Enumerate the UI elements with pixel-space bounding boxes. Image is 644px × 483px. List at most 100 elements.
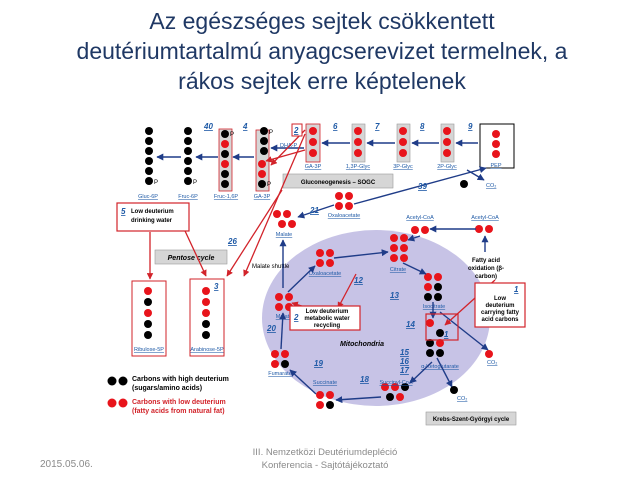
svg-text:Acetyl-CoA: Acetyl-CoA bbox=[406, 215, 434, 221]
molecule-acetylcoa-inner: Acetyl-CoA bbox=[406, 215, 434, 234]
footer-caption: III. Nemzetközi Deutériumdepléció Konfer… bbox=[230, 446, 420, 472]
molecule-ribulose5p: Ribulose-5P bbox=[134, 287, 164, 353]
title-line-1: Az egészséges sejtek csökkentett bbox=[149, 8, 495, 34]
molecule-succinate: Succinate bbox=[313, 380, 337, 409]
pentose-banner bbox=[154, 249, 228, 265]
title-line-2: deutériumtartalmú anyagcserevizet termel… bbox=[76, 38, 568, 64]
svg-text:Low: Low bbox=[494, 296, 506, 302]
pentose-label: Pentose cycle bbox=[168, 255, 215, 262]
svg-text:Carbons with low deuterium: Carbons with low deuterium bbox=[132, 399, 226, 406]
step-39: 39 bbox=[418, 182, 427, 191]
step-16: 16 bbox=[400, 357, 409, 366]
step-8: 8 bbox=[420, 122, 425, 131]
co2-akg-dot bbox=[450, 386, 458, 394]
svg-text:1: 1 bbox=[444, 330, 449, 339]
svg-text:carbon): carbon) bbox=[475, 274, 497, 280]
svg-text:Isocitrate: Isocitrate bbox=[423, 304, 445, 310]
svg-text:3P-Glyc: 3P-Glyc bbox=[393, 164, 413, 170]
svg-text:carrying fatty: carrying fatty bbox=[481, 310, 520, 316]
svg-text:oxidation (β-: oxidation (β- bbox=[468, 266, 504, 272]
step-4: 4 bbox=[242, 122, 248, 131]
pentose-box-left bbox=[131, 280, 167, 357]
svg-text:PEP: PEP bbox=[490, 163, 501, 169]
svg-text:Low deuterium: Low deuterium bbox=[131, 209, 174, 215]
co2-pep-dot bbox=[460, 180, 468, 188]
mitochondria-label: Mitochondria bbox=[340, 341, 384, 348]
svg-text:Gluc-6P: Gluc-6P bbox=[138, 194, 158, 200]
molecule-isocitrate: Isocitrate bbox=[423, 273, 445, 310]
footer-caption-line-1: III. Nemzetközi Deutériumdepléció bbox=[252, 447, 398, 458]
footer-date: 2015.05.06. bbox=[40, 459, 93, 470]
svg-text:P: P bbox=[193, 180, 197, 186]
svg-text:2: 2 bbox=[293, 313, 299, 322]
svg-text:P: P bbox=[154, 180, 158, 186]
svg-text:Malate: Malate bbox=[276, 232, 293, 238]
svg-text:Fruc-1,6P: Fruc-1,6P bbox=[214, 194, 238, 200]
callout-metabolic-water: 2 Low deuterium metabolic water recyclin… bbox=[289, 305, 361, 331]
slide-title: Az egészséges sejtek csökkentett deutéri… bbox=[0, 6, 644, 96]
callout-gap-box: 2 bbox=[291, 123, 303, 137]
molecule-alpha-ketoglutarate: α-Ketoglutarate bbox=[421, 319, 459, 370]
svg-text:Citrate: Citrate bbox=[390, 267, 406, 273]
molecule-3pglyc: 3P-Glyc bbox=[393, 127, 413, 170]
step-9: 9 bbox=[468, 122, 473, 131]
gluconeogenesis-label: Gluconeogenesis – SOGC bbox=[301, 180, 376, 186]
callout-isocitrate-box: 1 bbox=[425, 313, 459, 341]
svg-text:recycling: recycling bbox=[314, 323, 341, 329]
molecule-fruc16p: P Fruc-1,6P bbox=[214, 130, 238, 200]
pathway-arrows bbox=[156, 139, 489, 404]
co2-pep: CO₂ bbox=[486, 183, 496, 189]
svg-text:Fatty acid: Fatty acid bbox=[472, 258, 500, 264]
step-18: 18 bbox=[360, 375, 369, 384]
molecule-ga3p-left: P GA-3P bbox=[254, 160, 271, 200]
molecule-gluc6p: P Gluc-6P bbox=[138, 127, 158, 200]
step-14: 14 bbox=[406, 320, 415, 329]
svg-text:1,3P-Glyc: 1,3P-Glyc bbox=[346, 164, 370, 170]
svg-text:Acetyl-CoA: Acetyl-CoA bbox=[471, 215, 499, 221]
co2-isocitrate: CO₂ bbox=[487, 360, 497, 366]
molecule-pep: PEP bbox=[490, 130, 502, 169]
svg-text:deuterium: deuterium bbox=[485, 303, 514, 309]
malate-shuttle-label: Malate shuttle bbox=[252, 264, 290, 270]
svg-text:(fatty acids from natural fat): (fatty acids from natural fat) bbox=[132, 408, 225, 415]
step-12: 12 bbox=[354, 276, 363, 285]
svg-text:P: P bbox=[267, 182, 271, 188]
molecule-13pglyc: 1,3P-Glyc bbox=[346, 127, 370, 170]
molecule-citrate: Citrate bbox=[390, 234, 408, 273]
svg-text:5: 5 bbox=[121, 207, 126, 216]
svg-text:P: P bbox=[269, 130, 273, 136]
svg-text:1: 1 bbox=[514, 285, 519, 294]
step-21: 21 bbox=[309, 206, 319, 215]
svg-text:α-Ketoglutarate: α-Ketoglutarate bbox=[421, 364, 459, 370]
step-15: 15 bbox=[400, 348, 409, 357]
svg-text:GA-3P: GA-3P bbox=[305, 164, 322, 170]
callout-fatty-carbons: 1 Low deuterium carrying fatty acid carb… bbox=[474, 282, 526, 328]
svg-text:Low deuterium: Low deuterium bbox=[306, 309, 349, 315]
molecule-malate-cyto: Malate bbox=[273, 210, 296, 238]
svg-text:P: P bbox=[230, 132, 234, 138]
svg-text:Succinate: Succinate bbox=[313, 380, 337, 386]
svg-text:GA-3P: GA-3P bbox=[254, 194, 271, 200]
svg-text:Oxaloacetate: Oxaloacetate bbox=[328, 213, 360, 219]
svg-text:2P-Glyc: 2P-Glyc bbox=[437, 164, 457, 170]
co2-isocitrate-dot bbox=[485, 350, 493, 358]
svg-text:Succinyl-CoA: Succinyl-CoA bbox=[379, 380, 412, 386]
svg-text:Oxaloacetate: Oxaloacetate bbox=[309, 271, 341, 277]
svg-text:(sugars/amino acids): (sugars/amino acids) bbox=[132, 385, 202, 392]
pentose-box-right bbox=[189, 278, 225, 357]
svg-text:drinking water: drinking water bbox=[131, 218, 173, 224]
svg-text:2: 2 bbox=[293, 126, 299, 135]
title-line-3: rákos sejtek erre képtelenek bbox=[178, 68, 466, 94]
krebs-banner bbox=[425, 411, 517, 426]
gluconeogenesis-banner bbox=[282, 173, 394, 189]
molecule-ga3p-right: GA-3P bbox=[305, 127, 322, 170]
legend: Carbons with high deuterium (sugars/amin… bbox=[107, 376, 229, 415]
svg-text:Fumarate: Fumarate bbox=[268, 371, 292, 377]
step-17: 17 bbox=[400, 366, 409, 375]
step-7: 7 bbox=[375, 122, 380, 131]
mitochondria-region bbox=[262, 230, 490, 406]
molecule-fumarate: Fumarate bbox=[268, 350, 292, 377]
molecule-fruc6p: P Fruc-6P bbox=[178, 127, 198, 200]
step-40: 40 bbox=[203, 122, 213, 131]
